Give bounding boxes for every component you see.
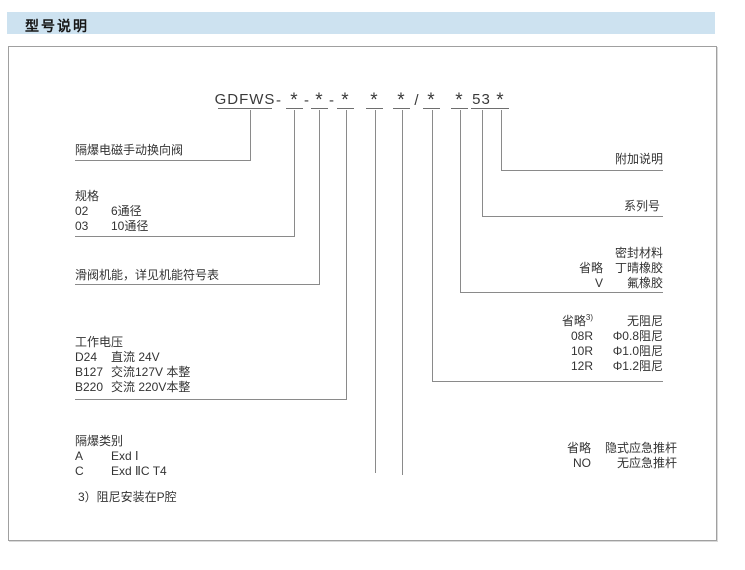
series-number-label: 系列号 (623, 199, 660, 213)
connector-h-valve-name (75, 160, 251, 161)
connector-h-spec (75, 236, 295, 237)
connector-h-seal-material (460, 292, 663, 293)
connector-v-explosion-class (375, 110, 376, 473)
connector-v-spec (294, 110, 295, 236)
model-code-dash-2: - (304, 92, 310, 109)
explosion-class-title: 隔爆类别 (75, 434, 124, 448)
model-code-star-8: * (492, 91, 509, 110)
connector-h-spool-function (75, 284, 320, 285)
model-code-star-4: * (366, 91, 383, 110)
spec-title: 规格 (75, 189, 100, 203)
seal-material-title: 密封材料 (614, 246, 663, 260)
voltage-title: 工作电压 (75, 335, 124, 349)
connector-h-damping (432, 381, 663, 382)
section-title: 型号说明 (25, 18, 89, 34)
model-code-star-1: * (286, 91, 303, 110)
connector-v-voltage (346, 110, 347, 399)
model-code-star-7: * (451, 91, 468, 110)
connector-v-additional-note (501, 110, 502, 170)
connector-v-valve-name (250, 110, 251, 161)
connector-v-damping (432, 110, 433, 381)
footnote-marker: 3) (585, 313, 593, 322)
model-code-star-6: * (423, 91, 440, 110)
model-code-series: 53 (471, 91, 492, 109)
damping-row: 省略3)无阻尼 (561, 313, 663, 329)
connector-v-series-number (482, 110, 483, 216)
valve-name-label: 隔爆电磁手动换向阀 (75, 143, 184, 157)
connector-v-pushrod (402, 110, 403, 475)
model-code-star-5: * (393, 91, 410, 110)
model-code-dash-1: - (276, 92, 282, 109)
connector-h-additional-note (501, 170, 663, 171)
additional-note-label: 附加说明 (614, 152, 663, 166)
model-code-star-3: * (337, 91, 354, 110)
section-header-bar: 型号说明 (7, 12, 715, 34)
connector-h-series-number (482, 216, 663, 217)
connector-h-voltage (75, 399, 347, 400)
seal-material-row: 省略丁晴橡胶 (578, 261, 663, 275)
spool-function-label: 滑阀机能，详见机能符号表 (75, 268, 220, 282)
diagram-frame (8, 46, 717, 541)
model-code-slash: / (414, 92, 420, 109)
connector-v-spool-function (319, 110, 320, 284)
model-code-prefix: GDFWS (214, 91, 276, 109)
model-code-dash-3: - (329, 92, 335, 109)
pushrod-row: 省略隐式应急推杆 (566, 441, 677, 455)
connector-v-seal-material (460, 110, 461, 292)
footnote: 3）阻尼安装在P腔 (78, 490, 177, 504)
model-code-star-2: * (311, 91, 328, 110)
